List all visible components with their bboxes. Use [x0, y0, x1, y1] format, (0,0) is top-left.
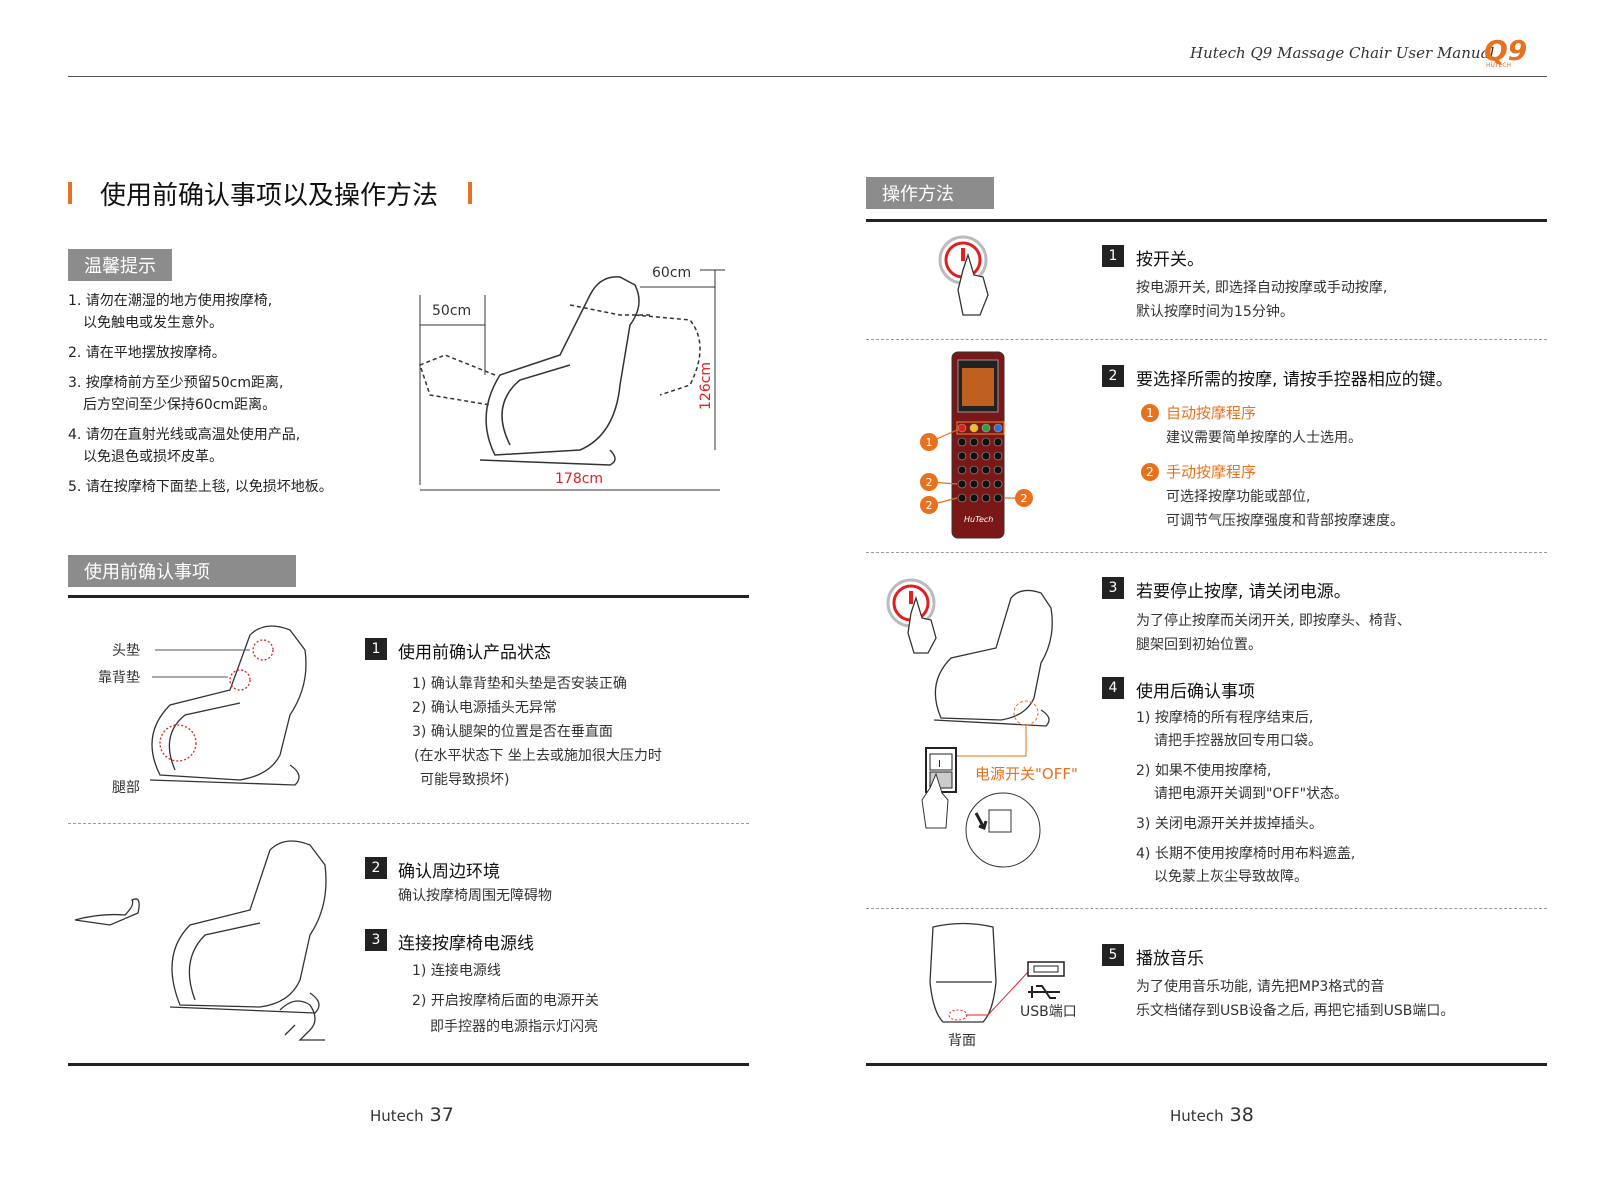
dim-length: 178cm	[555, 471, 603, 487]
step-title: 连接按摩椅电源线	[398, 934, 534, 954]
step-title: 要选择所需的按摩, 请按手控器相应的键。	[1136, 370, 1453, 390]
divider	[866, 552, 1547, 553]
remote-callout: 1	[926, 436, 933, 449]
option-title: 自动按摩程序	[1166, 404, 1257, 422]
step-body: 为了停止按摩而关闭开关, 即按摩头、椅背、 腿架回到初始位置。	[1136, 613, 1411, 653]
dim-back: 60cm	[652, 265, 691, 281]
chair-dimension-diagram: 50cm 60cm 126cm 178cm	[419, 265, 725, 491]
divider	[866, 339, 1547, 340]
option-desc: 建议需要简单按摩的人士选用。	[1166, 430, 1362, 446]
step-title: 按开关。	[1136, 250, 1204, 270]
remote-control-diagram: HuTech 1 2 2 2	[920, 351, 1033, 539]
unplug-icon	[965, 792, 1041, 868]
logo-sub: HUTECH	[1486, 62, 1511, 69]
remote-callout: 2	[1021, 492, 1028, 505]
tip-item: 3. 按摩椅前方至少预留50cm距离,后方空间至少保持60cm距离。	[68, 375, 284, 413]
remote-brand: HuTech	[964, 515, 993, 524]
step-title: 若要停止按摩, 请关闭电源。	[1136, 582, 1351, 602]
remote-callout: 2	[926, 499, 933, 512]
baby-lying-icon	[74, 898, 140, 926]
step-number: 1	[365, 638, 387, 660]
bottom-rule-left	[68, 1063, 749, 1066]
chair-back-icon	[929, 922, 997, 1023]
step-title: 使用后确认事项	[1136, 682, 1255, 702]
step-body: 确认按摩椅周围无障碍物	[398, 888, 552, 904]
q9-logo: Q9 HUTECH	[1484, 34, 1527, 69]
tip-item: 1. 请勿在潮湿的地方使用按摩椅,以免触电或发生意外。	[68, 293, 273, 331]
option-badge: 2	[1141, 463, 1159, 481]
power-button-hand-icon	[938, 235, 989, 316]
option-title: 手动按摩程序	[1166, 463, 1257, 481]
label-back: 靠背垫	[98, 670, 140, 686]
label-head: 头垫	[112, 643, 140, 659]
usb-icon	[1027, 961, 1065, 999]
tips-list: 1. 请勿在潮湿的地方使用按摩椅,以免触电或发生意外。 2. 请在平地摆放按摩椅…	[68, 290, 333, 498]
step-number: 3	[365, 929, 387, 951]
svg-text:I: I	[938, 759, 941, 770]
step-title: 使用前确认产品状态	[398, 643, 551, 663]
check-rule	[68, 595, 749, 598]
back-label: 背面	[948, 1033, 976, 1049]
chair-sketch-icon	[149, 625, 307, 786]
title-bar-right	[468, 182, 472, 204]
step-number: 2	[1102, 365, 1124, 387]
tip-item: 5. 请在按摩椅下面垫上毯, 以免损坏地板。	[68, 479, 333, 495]
step-title: 播放音乐	[1136, 949, 1204, 969]
dim-front: 50cm	[432, 303, 471, 319]
step-number: 2	[365, 857, 387, 879]
chair-sketch-icon	[171, 840, 327, 1008]
operation-rule	[866, 219, 1547, 222]
option-badge: 1	[1141, 404, 1159, 422]
bottom-rule-right	[866, 1063, 1547, 1066]
step-body: 1) 连接电源线 2) 开启按摩椅后面的电源开关 即手控器的电源指示灯闪亮	[412, 963, 599, 1035]
divider	[866, 908, 1547, 909]
tips-heading: 温馨提示	[68, 249, 172, 281]
dim-height: 126cm	[698, 362, 714, 410]
usb-label: USB端口	[1020, 1004, 1077, 1020]
step-body: 为了使用音乐功能, 请先把MP3格式的音 乐文档储存到USB设备之后, 再把它插…	[1136, 979, 1455, 1019]
chair-sketch-icon	[933, 589, 1053, 727]
label-leg: 腿部	[112, 780, 140, 796]
step-body: 1) 确认靠背垫和头垫是否安装正确 2) 确认电源插头无异常 3) 确认腿架的位…	[412, 676, 662, 788]
title-bar-left	[68, 182, 72, 204]
step-number: 3	[1102, 577, 1124, 599]
option-desc: 可选择按摩功能或部位, 可调节气压按摩强度和背部按摩速度。	[1166, 489, 1404, 529]
check-heading: 使用前确认事项	[68, 555, 296, 587]
step-body: 按电源开关, 即选择自动按摩或手动按摩, 默认按摩时间为15分钟。	[1136, 280, 1388, 320]
power-button-hand-icon	[886, 578, 937, 654]
page-title: 使用前确认事项以及操作方法	[100, 181, 439, 211]
step-number: 1	[1102, 245, 1124, 267]
step-number: 4	[1102, 677, 1124, 699]
chair-parts-diagram	[149, 625, 307, 786]
manual-title: Hutech Q9 Massage Chair User Manual	[1190, 44, 1495, 62]
header-rule	[68, 76, 1547, 77]
divider	[68, 823, 749, 824]
tip-item: 4. 请勿在直射光线或高温处使用产品,以免退色或损坏皮革。	[68, 427, 301, 465]
remote-callout: 2	[926, 476, 933, 489]
operation-heading: 操作方法	[866, 177, 994, 209]
usb-port-diagram	[929, 922, 1065, 1023]
tip-item: 2. 请在平地摆放按摩椅。	[68, 345, 226, 361]
step-title: 确认周边环境	[398, 862, 500, 882]
logo-text: Q9	[1484, 34, 1527, 67]
switch-off-label: 电源开关"OFF"	[975, 765, 1078, 783]
step-body: 1) 按摩椅的所有程序结束后, 请把手控器放回专用口袋。 2) 如果不使用按摩椅…	[1136, 710, 1356, 885]
chair-surroundings-diagram	[74, 840, 327, 1041]
power-off-diagram: I	[886, 578, 1053, 868]
baby-crawling-icon	[279, 1000, 325, 1041]
step-number: 5	[1102, 944, 1124, 966]
power-switch-icon: I	[925, 747, 957, 793]
